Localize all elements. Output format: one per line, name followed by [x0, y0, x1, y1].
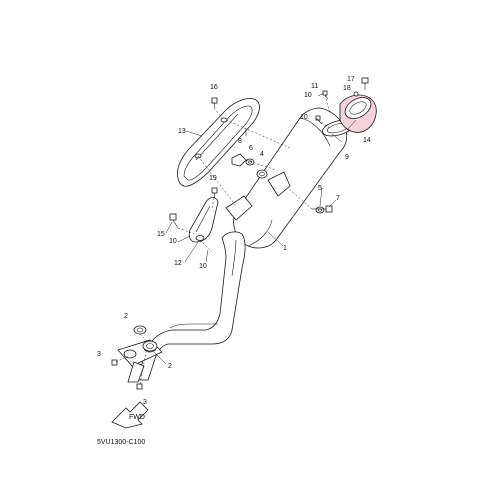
callout-1: 1 [283, 245, 287, 252]
callout-16: 16 [210, 84, 218, 91]
heat-shield [177, 98, 260, 187]
spacers [231, 153, 268, 179]
nuts-3 [111, 359, 143, 390]
callout-3-bottom: 3 [143, 399, 147, 406]
callout-11: 11 [311, 83, 318, 90]
callout-2-upper: 2 [124, 313, 128, 320]
bolt-15 [169, 213, 179, 229]
callout-2-lower: 2 [168, 363, 172, 370]
callout-8: 8 [238, 138, 242, 145]
callout-17: 17 [347, 76, 355, 83]
callout-18: 18 [343, 85, 351, 92]
callout-3-left: 3 [97, 351, 101, 358]
callout-19: 19 [209, 175, 217, 182]
fwd-arrow: FWD [111, 401, 149, 429]
callout-13: 13 [178, 128, 186, 135]
callout-10-top: 10 [304, 92, 312, 99]
gaskets-2 [133, 325, 158, 352]
clamp-12 [188, 187, 219, 243]
callouts: 1 2 2 3 3 4 5 6 7 8 9 10 10 10 10 11 12 … [97, 76, 371, 406]
callout-9: 9 [345, 154, 349, 161]
callout-10-left: 10 [169, 238, 177, 245]
callout-7: 7 [336, 195, 340, 202]
callout-12: 12 [174, 260, 182, 267]
muffler [225, 107, 348, 249]
fwd-label: FWD [129, 414, 145, 421]
callout-10-bottom: 10 [199, 263, 207, 270]
callout-4: 4 [260, 151, 264, 158]
leader-lines [153, 92, 357, 365]
assembly-lines [115, 94, 331, 385]
diagram-code: 5VU1300-C100 [97, 439, 145, 446]
bolt-16 [211, 97, 218, 108]
bolt-7-washer-5 [312, 205, 333, 214]
end-cap-assembly [322, 77, 377, 137]
exhaust-pipe [117, 231, 246, 383]
callout-6: 6 [249, 145, 253, 152]
callout-5: 5 [318, 185, 322, 192]
callout-15: 15 [157, 231, 165, 238]
callout-10-mid: 10 [300, 114, 308, 121]
callout-14: 14 [363, 137, 371, 144]
